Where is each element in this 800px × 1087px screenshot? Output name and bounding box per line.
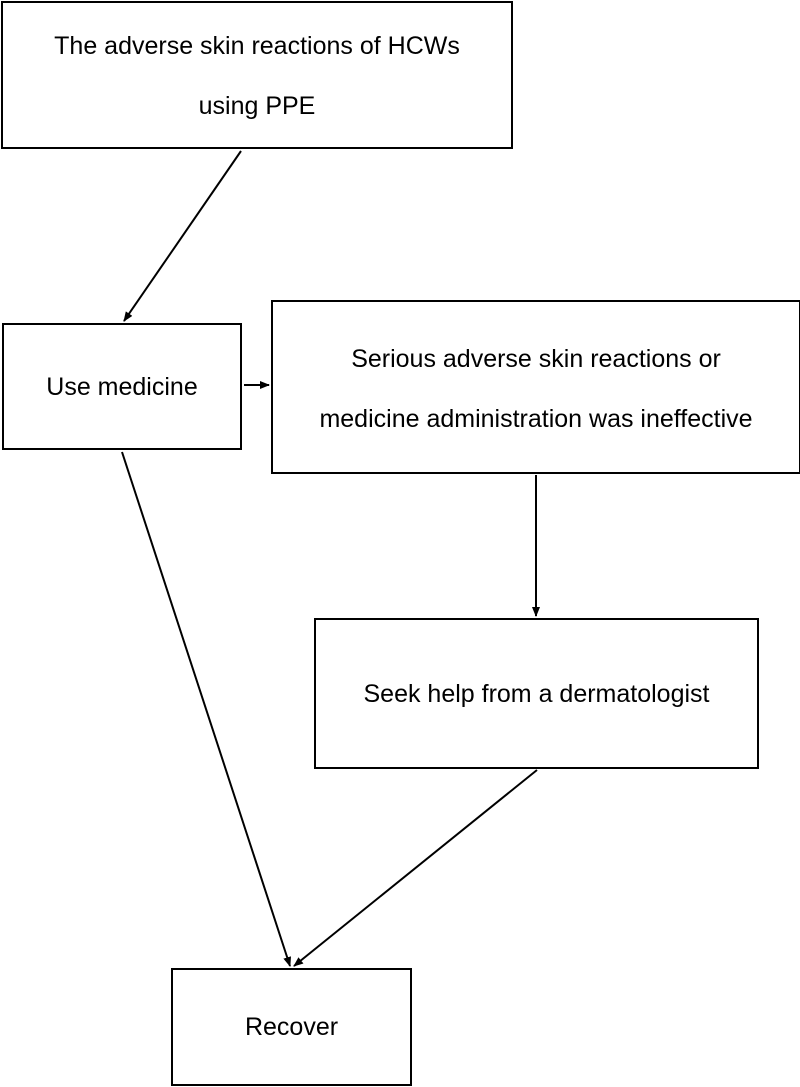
arrow-dermatologist-to-recover [293,769,538,967]
node-adverse-skin-reactions: The adverse skin reactions of HCWs using… [1,1,513,149]
node-adverse-skin-reactions-label: The adverse skin reactions of HCWs using… [54,32,460,120]
node-use-medicine-label: Use medicine [46,372,198,401]
node-seek-dermatologist: Seek help from a dermatologist [314,618,759,769]
node-serious-reactions: Serious adverse skin reactions or medici… [271,300,800,474]
node-recover: Recover [171,968,412,1086]
node-serious-reactions-label: Serious adverse skin reactions or medici… [319,345,753,433]
arrow-use-medicine-to-recover [121,451,292,967]
arrow-reactions-to-use-medicine [123,150,242,322]
node-use-medicine: Use medicine [2,323,242,450]
node-seek-dermatologist-label: Seek help from a dermatologist [363,679,710,708]
node-recover-label: Recover [244,1013,339,1041]
